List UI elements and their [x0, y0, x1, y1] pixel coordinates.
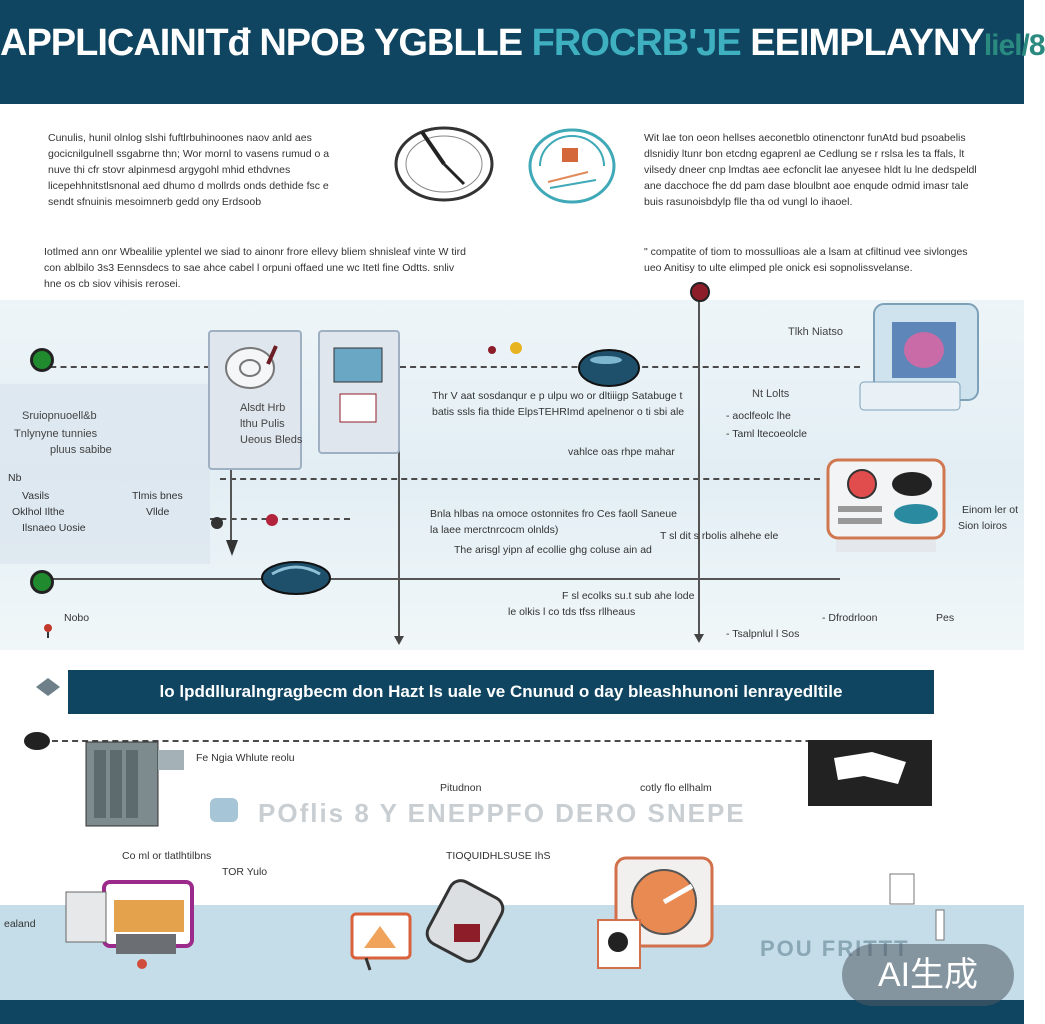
card-text-2: lthu Pulis [240, 418, 285, 430]
arrow-down-icon [394, 636, 404, 645]
card-text-1: Alsdt Hrb [240, 402, 286, 414]
flow-line-4 [52, 740, 932, 742]
pen-tip-icon [226, 540, 238, 556]
tablet-icon [333, 347, 383, 423]
document-stack-icon [808, 740, 932, 806]
bottom-text-1: Co ml or tlatlhtilbns [122, 850, 212, 862]
flow-line-branch [210, 518, 350, 520]
node-red-small [488, 346, 496, 354]
info-banner: lo lpddlluralngragbecm don Hazt ls uale … [68, 670, 934, 714]
flow-line-2 [220, 478, 820, 480]
mid-small-2: Vllde [146, 506, 170, 518]
intro-left-paragraph: Cunulis, hunil olnlog slshi fuftlrbuhino… [48, 132, 330, 208]
title-tail: EEIMPLAYNY [740, 22, 985, 64]
scanner-device-icon [859, 303, 979, 411]
left-panel-background [0, 384, 210, 564]
mid-paragraph-2: Bnla hlbas na omoce ostonnites fro Ces f… [430, 508, 677, 536]
top-right-tag: Tlkh Niatso [788, 326, 844, 338]
device-card-1 [208, 330, 302, 470]
right-side-text-2: Sion loiros [958, 520, 1008, 532]
left-block-label-1: Sruiopnuoell&b [22, 410, 97, 422]
node-yellow [510, 342, 522, 354]
bottom-text-3: TIOQUIDHLSUSE IhS [446, 850, 551, 862]
mid-paragraph-3: The arisgl yipn af ecollie ghg coluse ai… [454, 544, 652, 556]
right-list-item-2: - Taml ltecoeolcle [726, 428, 807, 440]
node-black [24, 732, 50, 750]
nobo-label: Nobo [64, 612, 90, 624]
page-title: APPLICAINITđ NPOB YGBLLE FROCRB'JE EEIMP… [0, 22, 1045, 65]
below-text-2: Pitudnon [440, 782, 482, 794]
diamond-icon [36, 678, 60, 696]
dashboard-device-icon [826, 458, 946, 552]
below-text-3: cotly flo ellhalm [640, 782, 712, 794]
node-red [690, 282, 710, 302]
card-text-3: Ueous Bleds [240, 434, 303, 446]
chip-icon [210, 798, 238, 822]
gauge-display-icon [597, 856, 714, 969]
title-faded: liel/8 [983, 29, 1045, 62]
title-accent: FROCRB'JE [531, 22, 742, 64]
node-green-2 [30, 570, 54, 594]
right-list-item-1: - aoclfeolc lhe [726, 410, 791, 422]
center-line: vahlce oas rhpe mahar [568, 446, 675, 458]
mouse-device-icon-2 [261, 561, 331, 595]
intro-left-paragraph-2: Iotlmed ann onr Wbealilie yplentel we si… [44, 246, 466, 290]
left-small-3: Oklhol Ilthe [12, 506, 65, 518]
below-text-1: Fe Ngia Whlute reolu [196, 752, 295, 764]
mid-small-1: Tlmis bnes [132, 490, 183, 502]
intro-right-paragraph-2: " compatite of tiom to mossullioas ale a… [644, 246, 968, 274]
mouse-device-icon [578, 349, 640, 387]
server-rack-icon [85, 741, 184, 827]
far-right-text: Pes [936, 612, 955, 624]
left-block-label-2: Tnlynyne tunnies [14, 428, 98, 440]
left-small-4: Ilsnaeo Uosie [22, 522, 86, 534]
paper-tray-icon [889, 873, 945, 941]
title-main: APPLICAINITđ NPOB YGBLLE [0, 22, 532, 64]
left-small-2: Vasils [22, 490, 50, 502]
bottom-left-tiny: ealand [4, 918, 36, 930]
intro-right-paragraph: Wit lae ton oeon hellses aeconetblo otin… [644, 132, 977, 208]
footer-bar [0, 1000, 1024, 1024]
ai-generated-watermark: AI生成 [842, 944, 1014, 1006]
center-paragraph-1: Thr V aat sosdanqur e p ulpu wo or dltii… [432, 390, 685, 418]
device-card-2 [318, 330, 400, 454]
arrow-down-icon [694, 634, 704, 643]
speedometer-icon [528, 128, 616, 204]
header-bar [0, 0, 1024, 104]
monitor-cluster-icon [65, 880, 194, 969]
handheld-device-icon [425, 879, 505, 963]
right-side-text-1: Einom ler ot [962, 504, 1019, 516]
ghost-heading: POflis 8 Y ENEPPFO DERO SNEPE [258, 798, 746, 828]
left-block-label-3: pluus sabibe [50, 444, 112, 456]
disc-icon [225, 345, 278, 389]
right-heading: Nt Lolts [752, 388, 790, 400]
pin-icon [44, 624, 52, 638]
left-small-1: Nb [8, 472, 22, 484]
vertical-connector-3 [698, 296, 700, 636]
lower-text-2: le olkis l co tds tfss rllheaus [508, 606, 636, 618]
start-node-green [30, 348, 54, 372]
flow-line-3 [50, 578, 840, 580]
flow-line-1-left [40, 366, 210, 368]
bottom-text-2: TOR Yulo [222, 866, 268, 878]
pin-icon [266, 514, 278, 526]
mid-right-text: T sl dit s rbolis alhehe ele [660, 530, 779, 542]
vertical-connector-2 [398, 366, 400, 638]
tablet-device-icon [350, 912, 412, 971]
lower-right-text-1: - Dfrodrloon [822, 612, 878, 624]
valve-icon [211, 517, 223, 529]
lower-text-1: F sl ecolks su.t sub ahe lode [562, 590, 695, 602]
gauge-icon [394, 126, 494, 202]
lower-right-text-2: - Tsalpnlul l Sos [726, 628, 800, 640]
